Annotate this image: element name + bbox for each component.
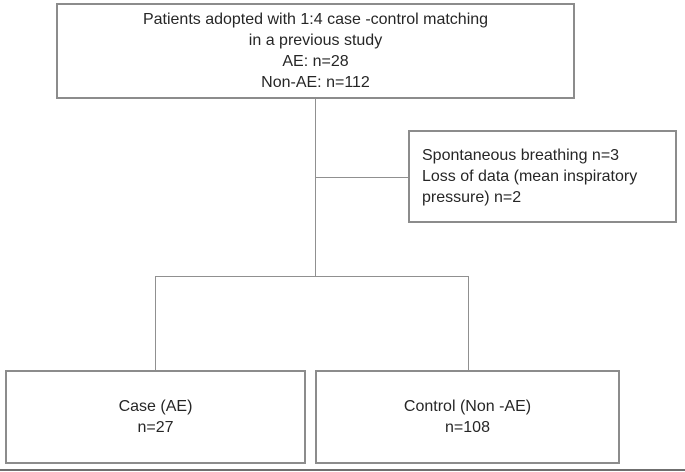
enrollment-box-line: Non-AE: n=112 xyxy=(261,74,370,91)
case-box-line: n=27 xyxy=(137,419,174,436)
connector-vertical-right xyxy=(468,277,469,370)
case-box: Case (AE) n=27 xyxy=(5,370,306,464)
exclusion-box-line: Spontaneous breathing n=3 xyxy=(422,147,620,164)
connector-vertical-left xyxy=(155,277,156,370)
exclusion-box: Spontaneous breathing n=3 Loss of data (… xyxy=(408,130,677,223)
case-box-line: Case (AE) xyxy=(118,398,193,415)
enrollment-box: Patients adopted with 1:4 case -control … xyxy=(56,3,575,99)
control-box-line: n=108 xyxy=(445,419,490,436)
enrollment-box-line: AE: n=28 xyxy=(282,53,349,70)
enrollment-box-line: Patients adopted with 1:4 case -control … xyxy=(142,11,489,28)
exclusion-box-line: pressure) n=2 xyxy=(422,189,522,206)
connector-horizontal-split xyxy=(155,276,469,277)
control-box-line: Control (Non -AE) xyxy=(403,398,532,415)
connector-vertical-top xyxy=(315,99,316,277)
enrollment-box-line: in a previous study xyxy=(248,32,383,49)
control-box: Control (Non -AE) n=108 xyxy=(315,370,620,464)
connector-branch-to-exclusion xyxy=(316,177,408,178)
exclusion-box-line: Loss of data (mean inspiratory xyxy=(422,168,638,185)
figure-bottom-rule xyxy=(0,469,685,471)
